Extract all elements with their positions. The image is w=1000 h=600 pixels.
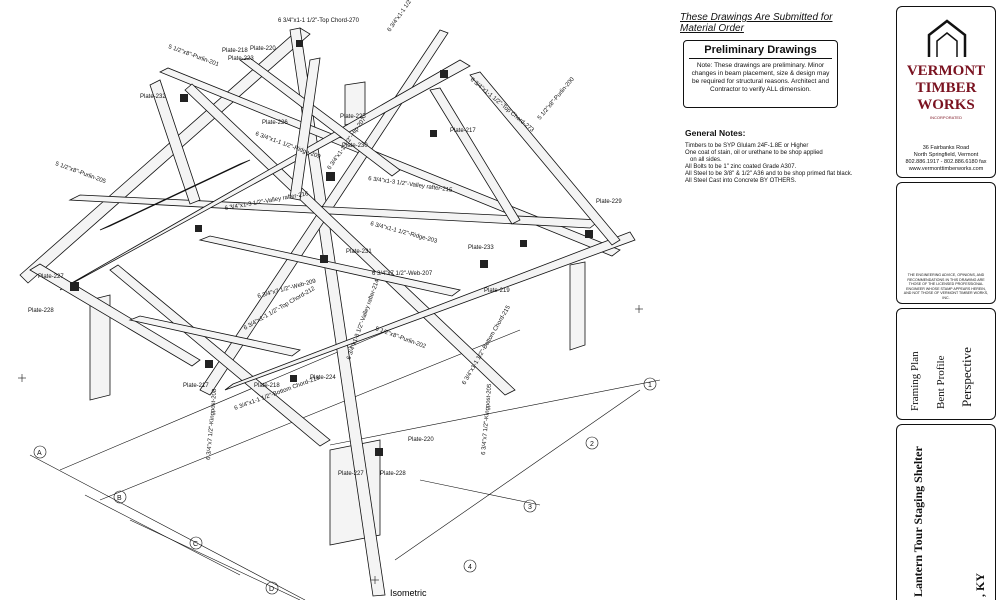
member-label: 6 3/4"x7 1/2"-Kingpost-205 — [481, 383, 493, 455]
isometric-framing-drawing: 6 3/4"x1-1 1/2"-Top Chord-270 5 1/2"x8"-… — [18, 0, 661, 600]
general-note-line: All Steel to be 3/8" & 1/2" A36 and to b… — [685, 171, 853, 177]
project-state: , KY — [973, 573, 987, 597]
title-block-logo: VERMONT TIMBER WORKS INCORPORATED 36 Fai… — [896, 6, 996, 178]
company-name-line3: WORKS — [917, 97, 975, 113]
grid-marker-label: C — [193, 541, 198, 548]
plate-label: Plate-227 — [338, 471, 364, 477]
title-block-project: Lantern Tour Staging Shelter , KY — [896, 424, 996, 600]
plate-label: Plate-218 — [222, 48, 248, 54]
plate-label: Plate-231 — [346, 249, 372, 255]
plate-label: Plate-229 — [596, 199, 622, 205]
grid-marker-label: 1 — [648, 382, 652, 389]
plate-label: Plate-217 — [183, 383, 209, 389]
member-label: 6 3/4"x1-1 1/2"-Ridge-203 — [369, 221, 438, 245]
sheet-title: Bent Profile — [935, 355, 947, 409]
sheet-title: Perspective — [959, 347, 974, 407]
member-label: 6 3/4"x1-1 1/2"-Top Chord-270 — [278, 18, 360, 24]
general-notes: General Notes: Timbers to be SYP Glulam … — [685, 128, 885, 185]
plate-label: Plate-224 — [310, 375, 336, 381]
preliminary-box: Preliminary Drawings Note: These drawing… — [683, 40, 838, 108]
view-label: Isometric — [390, 588, 427, 598]
grid-marker-label: 4 — [468, 564, 472, 571]
general-note-line: Timbers to be SYP Glulam 24F-1.8E or Hig… — [685, 143, 809, 149]
general-note-line: on all sides. — [690, 157, 722, 163]
company-name-line1: VERMONT — [906, 63, 986, 79]
member-label: 6 3/4"x7 1/2"-Kingpost-208 — [206, 388, 218, 460]
company-phone: 802.886.1917 - 802.886.6180 fax — [905, 159, 987, 165]
plate-label: Plate-219 — [484, 288, 510, 294]
member-label: 6 3/4"x1-1 1/2"-Top Chord-271 — [387, 0, 439, 33]
member-label: 6 3/4"x1-1 1/2"-Top Chord-273 — [469, 77, 535, 134]
plate-label: Plate-232 — [140, 94, 166, 100]
plate-label: Plate-228 — [380, 471, 406, 477]
member-label: 6 3/4"x1-3 1/2"-Valley rafter-214 — [346, 278, 381, 360]
plate-label: Plate-228 — [28, 308, 54, 314]
plate-label: Plate-218 — [254, 383, 280, 389]
member-label: 5 1/2"x8"-Purlin-200 — [537, 76, 576, 121]
preliminary-title: Preliminary Drawings — [689, 44, 832, 59]
timber-frame-logo-icon — [927, 19, 967, 57]
company-website: www.vermonttimberworks.com — [908, 166, 984, 172]
grid-marker-label: B — [117, 495, 122, 502]
company-name-line2: TIMBER — [915, 80, 977, 96]
roof-beams — [19, 27, 636, 597]
grid-marker-label: 3 — [528, 504, 532, 511]
company-address1: 36 Fairbanks Road — [922, 145, 970, 151]
title-block-sheet-list: Framing Plan Bent Profile Perspective — [896, 308, 996, 420]
member-label: 6 3/4"x7 1/2"-Web-207 — [372, 271, 433, 277]
member-label: 5 1/2"x8"-Purlin-202 — [374, 326, 427, 350]
member-label: 5 1/2"x8"-Purlin-205 — [54, 161, 107, 185]
project-name: Lantern Tour Staging Shelter — [911, 446, 925, 597]
grid-marker-label: 2 — [590, 441, 594, 448]
plate-label: Plate-223 — [228, 56, 254, 62]
sheet-title: Framing Plan — [909, 351, 921, 411]
registration-marks — [18, 305, 643, 584]
general-note-line: One coat of stain, oil or urethane to be… — [685, 150, 823, 156]
plates — [70, 40, 593, 456]
title-block-seal: THE ENGINEERING ADVICE, OPINIONS, AND RE… — [896, 182, 996, 304]
plate-labels: Plate-228 Plate-227 Plate-218 Plate-220 … — [28, 46, 622, 477]
engineer-disclaimer: THE ENGINEERING ADVICE, OPINIONS, AND RE… — [903, 273, 989, 300]
plate-label: Plate-226 — [262, 120, 288, 126]
company-incorporated: INCORPORATED — [930, 115, 962, 120]
plate-label: Plate-233 — [468, 245, 494, 251]
grid-marker-label: D — [269, 586, 274, 593]
plate-label: Plate-220 — [408, 437, 434, 443]
submission-note: These Drawings Are Submitted for Materia… — [680, 12, 833, 34]
plate-label: Plate-230 — [342, 143, 368, 149]
company-address2: North Springfield, Vermont — [913, 152, 979, 158]
member-label: 5 1/2"x8"-Purlin-201 — [167, 44, 220, 68]
preliminary-body: Note: These drawings are preliminary. Mi… — [691, 62, 830, 93]
grid-marker-label: A — [37, 450, 42, 457]
plate-label: Plate-225 — [340, 114, 366, 120]
general-note-line: All Bolts to be 1" zinc coated Grade A30… — [685, 164, 797, 170]
grid-markers: A B C D 1 2 3 4 — [33, 377, 657, 595]
plate-label: Plate-220 — [250, 46, 276, 52]
plate-label: Plate-227 — [38, 274, 64, 280]
plate-label: Plate-217 — [450, 128, 476, 134]
general-note-line: All Steel Cast into Concrete BY OTHERS. — [685, 178, 797, 184]
general-notes-title: General Notes: — [685, 128, 746, 138]
